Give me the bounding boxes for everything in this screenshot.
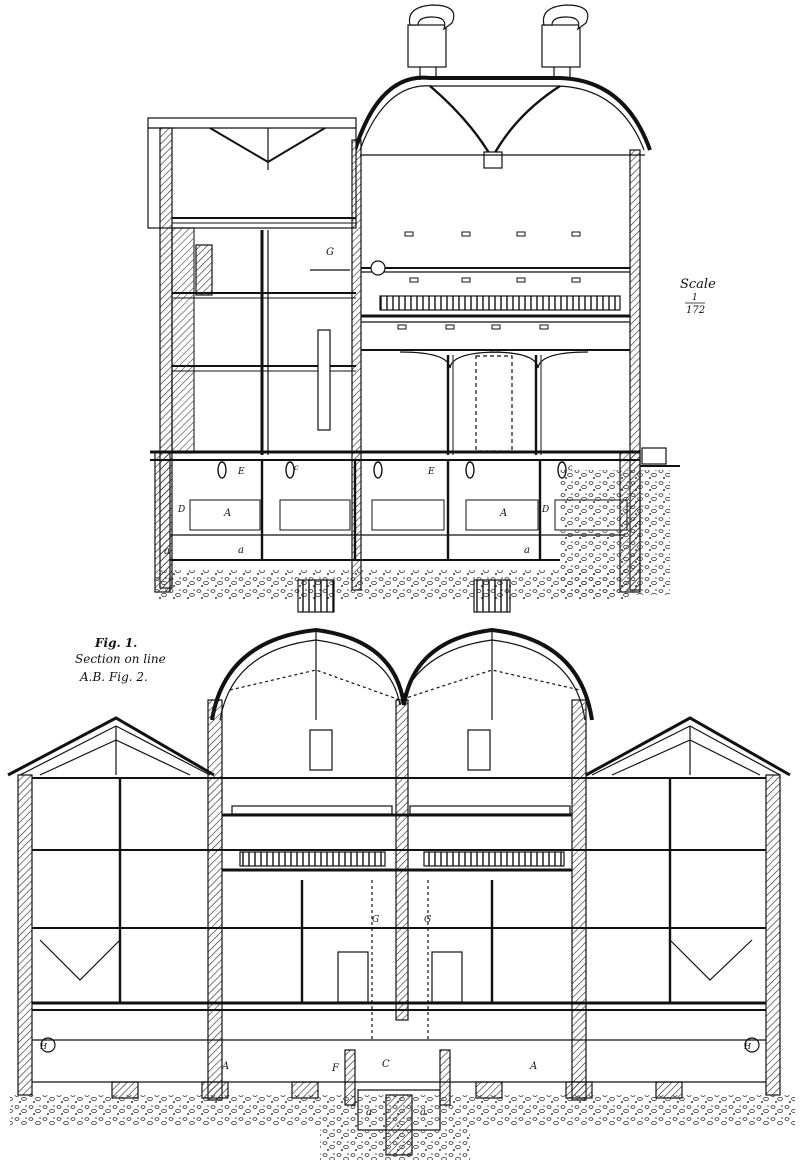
lower-drawing-labels: G G C A A F a a H H — [39, 915, 752, 1118]
label-a-upper: A — [499, 508, 507, 519]
label-h: H — [743, 1042, 752, 1051]
label-c: c — [568, 463, 573, 472]
label-g: G — [424, 915, 431, 925]
upper-drawing-labels: G E c E c A A D D a a a — [164, 247, 573, 557]
scale-note: Scale 1 172 — [680, 277, 716, 316]
figure-caption: Fig. 1. Section on line A.B. Fig. 2. — [75, 636, 166, 684]
scale-numerator: 1 — [692, 293, 698, 303]
central-wall — [351, 139, 362, 591]
label-g: G — [372, 915, 379, 925]
caption-fig-number: Fig. 1. — [94, 636, 137, 650]
scale-word: Scale — [680, 277, 716, 292]
left-wing-roof — [147, 117, 357, 229]
label-a-upper: A — [223, 508, 231, 519]
label-a-flue: a — [420, 1107, 426, 1118]
label-a-lower-right: A — [529, 1061, 537, 1072]
gas-lamps — [397, 231, 581, 330]
lower-ground-rubble — [10, 1095, 795, 1125]
heating-pipe-supports — [217, 461, 567, 479]
ventilator-cowl-right — [541, 4, 589, 80]
label-a-flue: a — [366, 1107, 372, 1118]
label-e: E — [427, 467, 435, 477]
caption-line-2: A.B. Fig. 2. — [79, 670, 148, 684]
label-c: c — [294, 463, 299, 472]
label-c-duct: C — [382, 1059, 390, 1070]
label-g: G — [326, 247, 334, 258]
left-gable-roof — [7, 716, 215, 777]
ground-rubble — [155, 570, 630, 600]
label-a-lower: a — [238, 545, 244, 556]
roof-vent-left — [297, 579, 335, 613]
label-e: E — [237, 467, 245, 477]
right-gable-roof — [585, 716, 791, 777]
label-d: D — [177, 505, 185, 515]
label-a-lower-left: A — [221, 1061, 229, 1072]
label-d: D — [541, 505, 549, 515]
ventilator-cowl-left — [407, 4, 455, 80]
cast-iron-columns — [446, 355, 542, 455]
roof-arch — [353, 75, 652, 151]
label-h: H — [39, 1042, 48, 1051]
label-a-lower: a — [164, 546, 170, 557]
label-a-lower: a — [524, 545, 530, 556]
label-f: F — [331, 1063, 340, 1074]
scale-denominator: 172 — [686, 305, 705, 316]
lower-floors — [32, 777, 766, 1011]
caption-line-1: Section on line — [75, 652, 166, 666]
lower-section-drawing — [7, 579, 795, 1160]
upper-section-drawing — [147, 4, 680, 600]
roof-vent-right — [473, 579, 511, 613]
